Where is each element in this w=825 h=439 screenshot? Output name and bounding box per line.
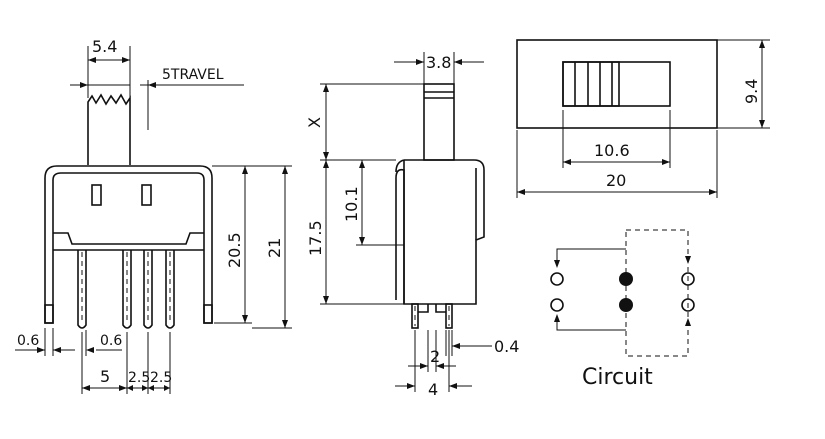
top-housing [516, 39, 718, 129]
top-slot [562, 61, 671, 107]
top-view: 9.4 10.6 20 [516, 39, 770, 198]
dim-pitch-2-5-a: 2.5 [128, 370, 150, 386]
dim-pin-0-4: 0.4 [494, 337, 519, 356]
dim-pin-2: 2 [430, 347, 440, 366]
side-pin-1 [411, 303, 419, 329]
side-pin-2 [445, 303, 453, 329]
front-window-right [141, 184, 152, 206]
circuit-common-bottom [619, 298, 633, 312]
front-pin-3 [143, 250, 153, 329]
dim-pitch-5: 5 [100, 367, 110, 386]
circuit-dashed-box [625, 229, 689, 357]
front-actuator [87, 93, 131, 165]
dim-height-20-5: 20.5 [225, 232, 244, 268]
dim-thick-left: 0.6 [17, 333, 39, 349]
front-pin-1 [77, 250, 87, 329]
circuit-common-top [619, 272, 633, 286]
side-actuator [423, 83, 455, 161]
front-pins [77, 250, 175, 329]
front-tab-left [44, 304, 54, 324]
front-window-left [91, 184, 102, 206]
circuit-terminal-bottom-left [550, 298, 564, 312]
front-base [53, 232, 204, 245]
circuit-bracket-bottom [556, 318, 626, 331]
dim-width-10-6: 10.6 [594, 141, 630, 160]
dim-height-10-1: 10.1 [342, 186, 361, 222]
circuit-label: Circuit [582, 365, 653, 390]
dim-width-3-8: 3.8 [426, 53, 451, 72]
front-pin-4 [165, 250, 175, 329]
side-housing [395, 159, 485, 305]
dim-thick-pin: 0.6 [100, 333, 122, 349]
dim-pin-4: 4 [428, 380, 438, 399]
front-tab-right [203, 304, 213, 324]
circuit-diagram: Circuit [550, 229, 695, 390]
dim-pitch-2-5-b: 2.5 [150, 370, 172, 386]
side-view: 3.8 X 17.5 10.1 0.4 2 [305, 52, 519, 399]
top-slider [562, 61, 620, 107]
front-pin-2 [122, 250, 132, 329]
dim-width-5-4: 5.4 [92, 37, 117, 56]
dim-height-21: 21 [265, 238, 284, 258]
circuit-bracket-top [556, 248, 626, 264]
circuit-terminal-top-left [550, 272, 564, 286]
circuit-terminal-bottom-right [681, 298, 695, 312]
dim-width-20: 20 [606, 171, 626, 190]
front-view: 5.4 5TRAVEL 20.5 21 0.6 0.6 [15, 37, 292, 394]
circuit-terminal-top-right [681, 272, 695, 286]
dim-height-9-4: 9.4 [742, 79, 761, 104]
dim-x: X [305, 117, 324, 128]
dim-travel: 5TRAVEL [162, 67, 224, 83]
dim-height-17-5: 17.5 [306, 220, 325, 256]
